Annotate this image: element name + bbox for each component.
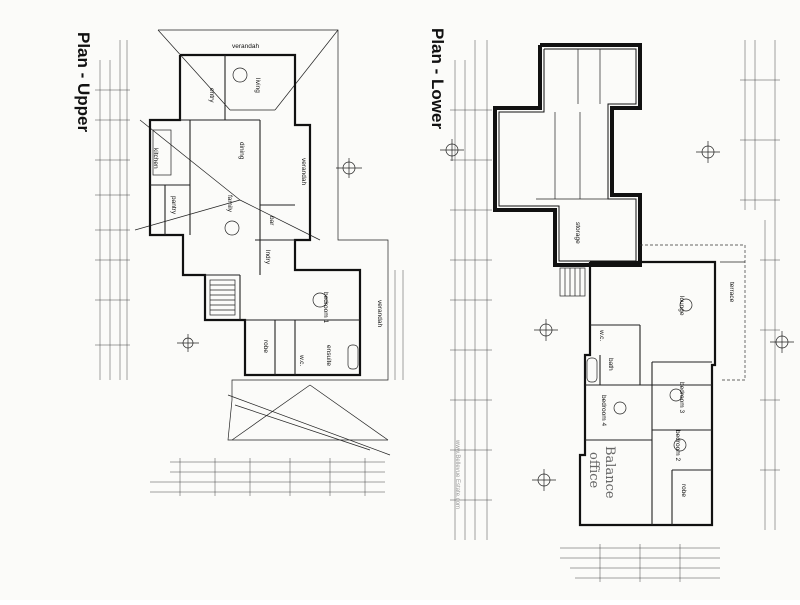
- upper-left-dimensions: [95, 40, 130, 380]
- lower-bottom-dimensions: [560, 544, 720, 582]
- room-label-wc: w.c.: [598, 329, 605, 341]
- room-label-dining: dining: [238, 142, 245, 160]
- upper-internal-walls: [150, 55, 360, 375]
- room-label-family: family: [226, 195, 233, 213]
- kitchen-bench: [152, 129, 172, 176]
- upper-ceiling-fan: [232, 67, 248, 83]
- room-label-living: living: [254, 78, 261, 93]
- room-label-bedroom-4: bedroom 4: [600, 395, 607, 426]
- upper-roof-outline: [134, 29, 391, 456]
- upper-stairs: [209, 279, 236, 316]
- room-label-kitchen: kitchen: [152, 148, 159, 169]
- lower-ceiling-fan: [679, 298, 693, 312]
- handwritten-note-line-2: office: [586, 452, 601, 489]
- north-arrow-icon: [696, 141, 720, 163]
- lower-bath-tub: [586, 357, 598, 383]
- room-label-bedroom-3: bedroom 3: [678, 382, 685, 413]
- north-arrow-icon: [177, 334, 199, 352]
- lower-ceiling-fan: [613, 401, 627, 415]
- handwritten-note-line-1: Balance: [602, 446, 617, 499]
- room-label-lounge: lounge: [678, 296, 685, 316]
- lower-external-walls: [578, 260, 717, 527]
- lower-ceiling-fan: [669, 388, 683, 402]
- north-arrow-icon: [532, 469, 556, 491]
- upper-ceiling-fan: [312, 292, 328, 308]
- room-label-robe: robe: [680, 484, 687, 497]
- room-label-ensuite: ensuite: [325, 345, 332, 366]
- lower-internal-walls: [585, 324, 712, 525]
- room-label-verandah-side: verandah: [300, 158, 307, 185]
- room-label-storage: storage: [574, 222, 581, 244]
- room-label-robe: robe: [262, 340, 269, 353]
- north-arrow-icon: [534, 319, 558, 341]
- room-label-entry: entry: [208, 88, 215, 103]
- upper-bath-tub: [347, 344, 359, 370]
- terrace-outline: [640, 244, 746, 381]
- upper-right-dimensions: [394, 270, 404, 380]
- lower-storage-outline: [493, 43, 642, 267]
- lower-ceiling-fan: [673, 438, 687, 452]
- north-arrow-icon: [440, 139, 464, 161]
- upper-external-walls: [148, 53, 362, 377]
- lower-stairs: [559, 267, 586, 297]
- room-label-bath: bath: [607, 358, 614, 371]
- room-label-verandah: verandah: [232, 43, 259, 50]
- room-label-bedroom-1: bedroom 1: [322, 292, 329, 323]
- room-label-bedroom-2: bedroom 2: [674, 430, 681, 461]
- lower-right-dimensions: [740, 40, 780, 530]
- room-label-verandah-right: verandah: [376, 300, 383, 327]
- room-label-bar: bar: [268, 216, 275, 226]
- room-label-wc: w.c.: [298, 354, 305, 366]
- upper-ceiling-fan: [224, 220, 240, 236]
- room-label-pantry: pantry: [170, 196, 177, 215]
- upper-plan-title: Plan - Upper: [74, 32, 93, 133]
- north-arrow-icon: [770, 331, 794, 353]
- upper-bottom-dimensions: [150, 458, 385, 496]
- watermark: www.Bellevue Estate.com: [454, 439, 460, 509]
- lower-left-dimensions: [450, 40, 492, 540]
- lower-plan-title: Plan - Lower: [428, 28, 447, 129]
- lower-plan: Plan - Lower: [428, 28, 794, 582]
- room-label-terrace: terrace: [728, 282, 735, 303]
- north-arrow-icon: [336, 158, 362, 178]
- room-label-lndry: lndry: [264, 250, 271, 265]
- upper-plan: Plan - Upper: [74, 29, 404, 496]
